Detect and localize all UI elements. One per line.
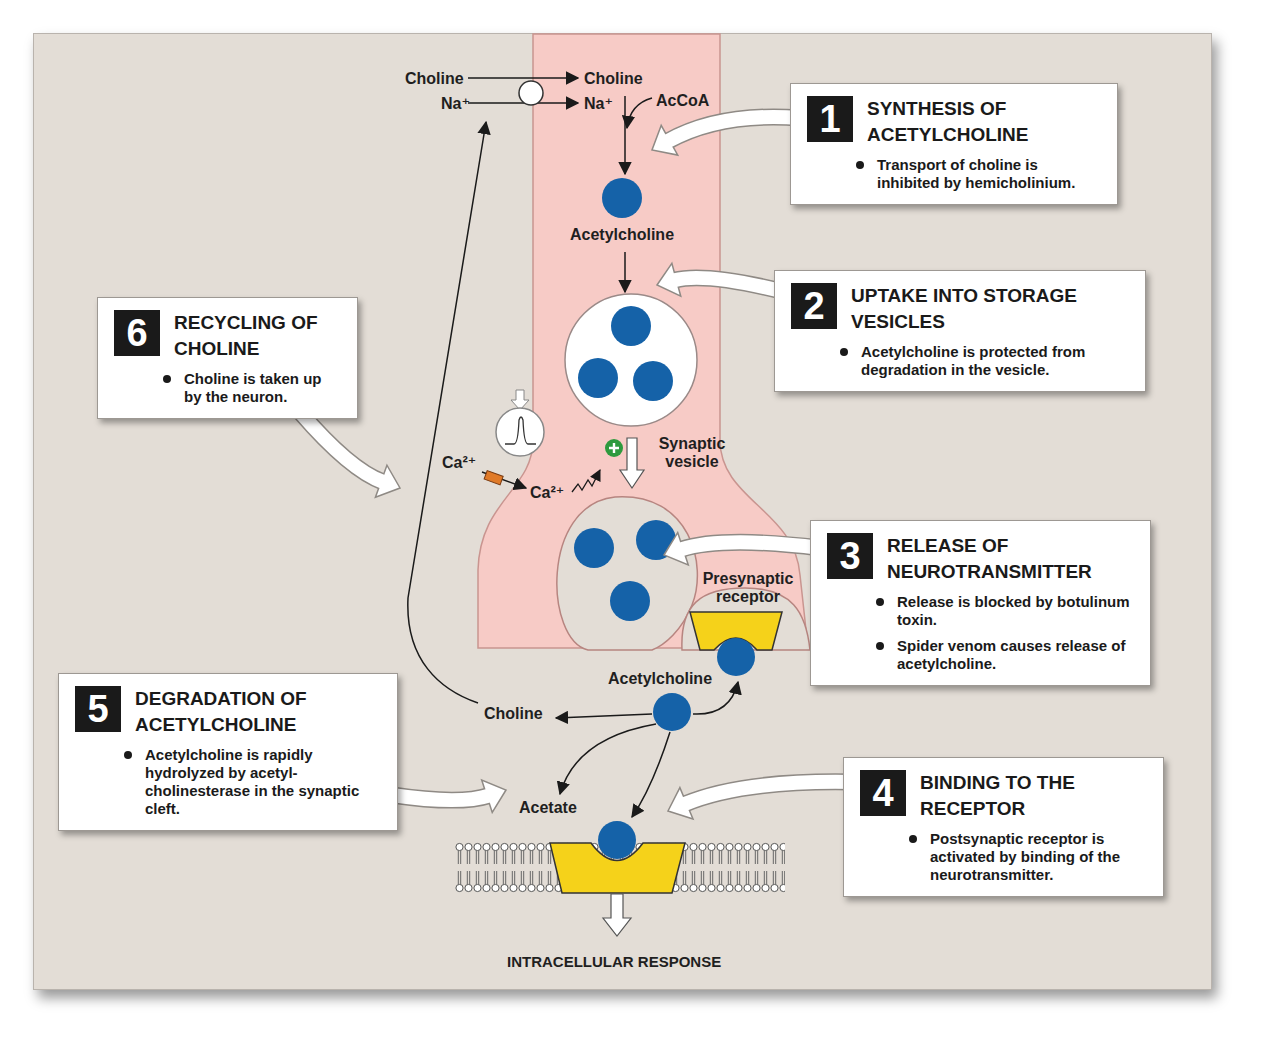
callout-arrow [392,795,489,800]
choline-arrow [468,77,578,79]
bullet-item: Acetylcholine is rapidly hydrolyzed by a… [121,746,383,818]
callout-title: DEGRADATION OF ACETYLCHOLINE [135,686,383,738]
callout-number: 1 [807,96,853,142]
acetylcholine-dot [610,581,650,621]
bullet-dot [124,751,132,759]
callout-box: 6 RECYCLING OF CHOLINE Choline is taken up… [97,297,358,419]
bullet-dot [163,375,171,383]
callout-arrow [685,782,852,804]
bullet-dot [909,835,917,843]
part-label: Synaptic vesicle [647,435,737,472]
callout-arrow-outline [681,542,820,549]
callout-box: 5 DEGRADATION OF ACETYLCHOLINE Acetylcholi… [58,673,398,831]
part-label: Choline [405,70,464,88]
callout-arrow [300,412,383,482]
bullet-dot [876,598,884,606]
bullet-dot [876,642,884,650]
part-label: Na⁺ [441,95,470,113]
recycling-arrow [408,122,486,703]
part-label: Acetate [519,799,577,817]
bullet-item: Postsynaptic receptor is activated by bi… [906,830,1149,884]
callout-arrow-outline [392,795,489,800]
callout-box: 2 UPTAKE INTO STORAGE VESICLES Acetylcholi… [774,270,1146,392]
callout-box: 4 BINDING TO THE RECEPTOR Postsynaptic rec… [843,757,1164,897]
release-arrow [620,438,644,488]
bullet-item: Choline is taken up by the neuron. [160,370,343,406]
acetylcholine-dot [717,638,755,676]
response-arrow [603,894,631,936]
bullet-text: Acetylcholine is protected from degradat… [861,343,1085,378]
hydrolysis-arrow [560,724,656,794]
part-label: Acetylcholine [570,226,674,244]
acetylcholine-dot [633,361,673,401]
accoa-arrow [627,98,652,128]
synthesis-arrow [624,96,626,174]
spike [505,417,536,444]
part-label: Choline [584,70,643,88]
calcium-signal [572,470,600,492]
callout-arrow [681,542,820,549]
callout-title: SYNTHESIS OF ACETYLCHOLINE [867,96,1103,148]
callout-title: RECYCLING OF CHOLINE [174,310,343,362]
part-label: Ca²⁺ [442,454,476,472]
bullet-dot [856,161,864,169]
bullet-text: Transport of choline is inhibited by hem… [877,156,1075,191]
bullet-item: Transport of choline is inhibited by hem… [853,156,1103,192]
part-label: Choline [484,705,543,723]
bullet-text: Choline is taken up by the neuron. [184,370,322,405]
part-label: Acetylcholine [608,670,712,688]
part-label: Na⁺ [584,95,613,113]
callout-box: 3 RELEASE OF NEUROTRANSMITTER Release is b… [810,520,1151,686]
callout-arrow [674,278,785,292]
callout-arrow-outline [674,278,785,292]
plus-sign [609,443,619,453]
stimulate-sign [605,439,623,457]
bullet-item: Release is blocked by botulinum toxin. [873,593,1136,629]
uptake-arrow [624,252,626,292]
impulse-arrow [511,390,529,410]
callout-arrow-outline [300,412,383,482]
callout-number: 2 [791,283,837,329]
callout-number: 6 [114,310,160,356]
acetylcholine-dot [602,178,642,218]
callout-title: UPTAKE INTO STORAGE VESICLES [851,283,1131,335]
acetylcholine-dot [653,693,691,731]
callout-box: 1 SYNTHESIS OF ACETYLCHOLINE Transport of … [790,83,1118,205]
bullet-item: Spider venom causes release of acetylcho… [873,637,1136,673]
bullet-text: Spider venom causes release of acetylcho… [897,637,1125,672]
callout-title: BINDING TO THE RECEPTOR [920,770,1149,822]
response-label: INTRACELLULAR RESPONSE [507,953,721,970]
bullet-dot [840,348,848,356]
storage-vesicle [565,294,697,426]
callout-number: 5 [75,686,121,732]
callout-number: 3 [827,533,873,579]
part-label: AcCoA [656,92,709,110]
acetylcholine-dot [611,306,651,346]
acetylcholine-dot [574,528,614,568]
bullet-text: Release is blocked by botulinum toxin. [897,593,1130,628]
bullet-text: Postsynaptic receptor is activated by bi… [930,830,1120,883]
callout-number: 4 [860,770,906,816]
part-label: Ca²⁺ [530,484,564,502]
choline-transporter [519,81,543,105]
action-potential [496,408,544,456]
callout-title: RELEASE OF NEUROTRANSMITTER [887,533,1136,585]
calcium-channel [484,471,503,485]
acetylcholine-dot [598,821,636,859]
hydrolysis-arrow [556,714,652,718]
part-label: Presynaptic receptor [693,570,803,607]
callout-arrow-outline [685,782,852,804]
bullet-text: Acetylcholine is rapidly hydrolyzed by a… [145,746,359,817]
fused-vesicle [557,497,698,650]
callout-arrow-outline [668,117,800,141]
bullet-item: Acetylcholine is protected from degradat… [837,343,1131,379]
callout-arrow [668,117,800,141]
acetylcholine-dot [578,358,618,398]
binding-arrow [632,732,670,817]
